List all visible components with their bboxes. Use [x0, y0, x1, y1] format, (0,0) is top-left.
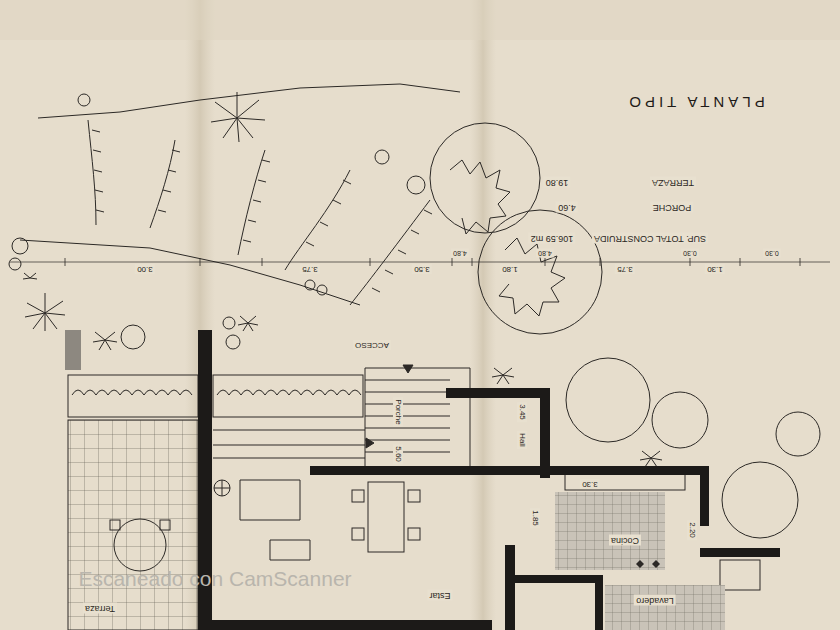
dimension: 3.50 [412, 264, 432, 274]
area-value: 19.80 [544, 177, 571, 188]
area-note: TERRAZA [650, 177, 696, 188]
room-label: Cocina [609, 535, 641, 546]
room-label: 5.60 [393, 444, 403, 464]
room-label: Estar [427, 590, 452, 601]
room-label: Lavadero [634, 595, 676, 606]
plan-title: PLANTA TIPO [625, 95, 764, 110]
dimension: 3.75 [615, 264, 635, 274]
room-label: ACCESO [353, 340, 391, 350]
area-note: PORCHE [651, 202, 694, 213]
dimension: 3.00 [135, 264, 155, 274]
dimension: 1.30 [705, 264, 725, 274]
watermark: Escaneado con CamScanner [76, 567, 353, 590]
room-label: 1.85 [530, 508, 540, 528]
room-label: Porche [393, 397, 403, 426]
room-label: 3.45 [517, 402, 527, 422]
dimension: 1.80 [500, 264, 520, 274]
area-note: SUP. TOTAL CONSTRUIDA [592, 233, 708, 244]
dimension: 0.30 [681, 249, 699, 258]
dimension: 4.80 [451, 249, 469, 258]
room-label: Terraza [83, 603, 117, 614]
area-value: 4.60 [556, 202, 578, 213]
area-value: 106.59 m2 [529, 233, 576, 244]
dimension: 3.75 [300, 264, 320, 274]
room-label: 3.30 [580, 479, 600, 489]
room-label: Hall [517, 431, 527, 449]
dimension: 4.80 [536, 249, 554, 258]
room-label: 2.20 [687, 520, 697, 540]
dimension: 0.30 [763, 249, 781, 258]
